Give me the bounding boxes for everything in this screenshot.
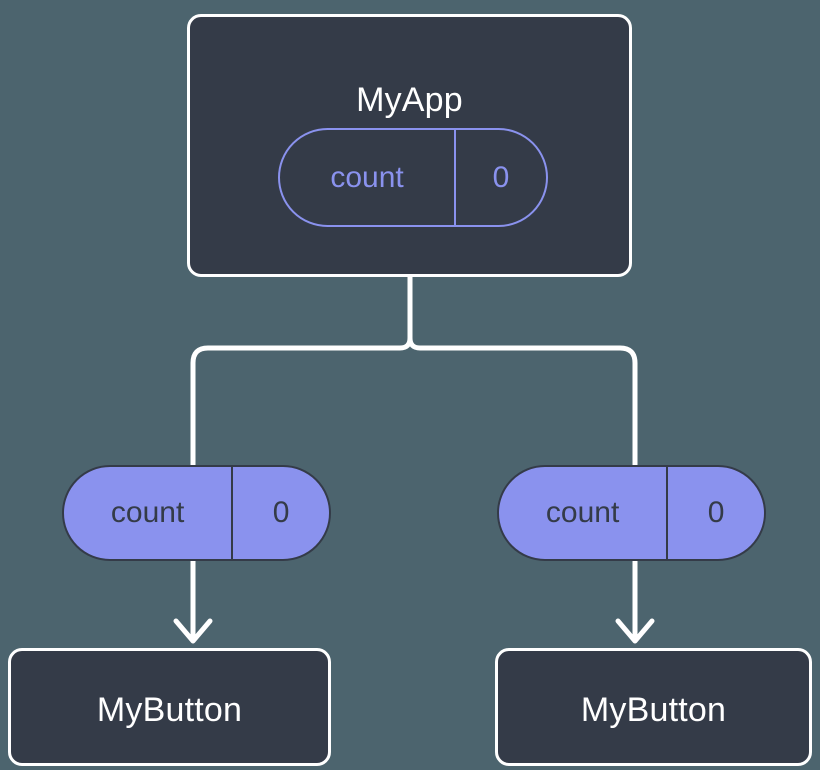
arrow-head-right (615, 618, 655, 644)
prop-flow-arrow-right (615, 560, 655, 644)
node-mybutton-left[interactable]: MyButton (8, 648, 331, 766)
prop-chip-key: count (545, 496, 620, 529)
prop-flow-arrow-left (173, 560, 213, 644)
connector-root-to-right-branch (407, 274, 638, 473)
node-mybutton-left-label: MyButton (96, 691, 243, 729)
prop-chip-left-count[interactable]: count 0 (62, 465, 331, 561)
prop-chip-key: count (110, 496, 185, 529)
state-chip-myapp-count[interactable]: count 0 (278, 128, 548, 227)
prop-chip-value: 0 (666, 467, 764, 559)
prop-chip-value: 0 (231, 467, 329, 559)
node-mybutton-right[interactable]: MyButton (495, 648, 812, 766)
arrow-head-left (173, 618, 213, 644)
node-mybutton-right-label: MyButton (580, 691, 727, 729)
connector-root-to-left-branch (190, 274, 413, 473)
prop-chip-right-count[interactable]: count 0 (497, 465, 766, 561)
node-myapp[interactable]: MyApp count 0 (187, 14, 632, 277)
state-chip-value: 0 (454, 130, 546, 225)
node-myapp-label: MyApp (356, 81, 463, 119)
state-chip-key: count (330, 160, 404, 194)
